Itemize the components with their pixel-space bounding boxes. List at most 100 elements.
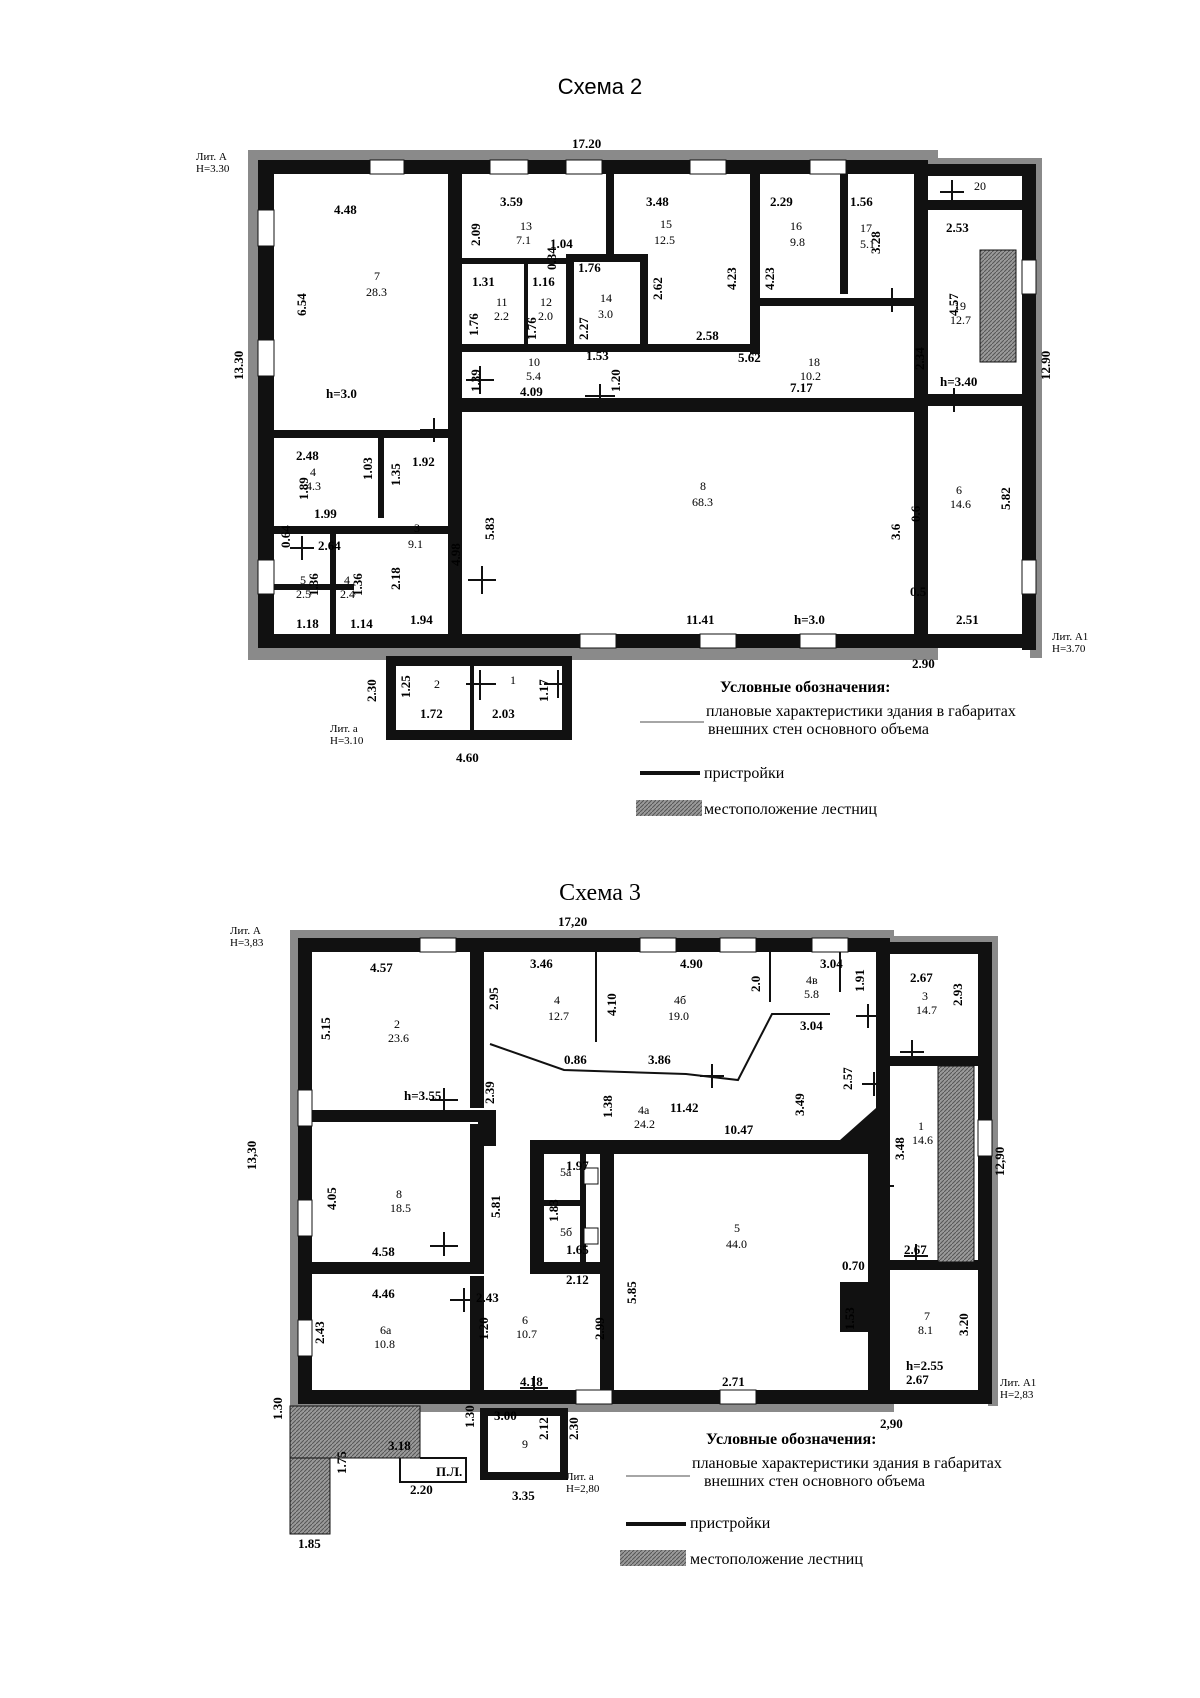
legend-item-main-2: внешних стен основного объема (704, 1473, 925, 1490)
dim: 1.18 (296, 616, 319, 631)
dim: 1.30 (462, 1405, 477, 1428)
room-label: 5б (560, 1225, 572, 1239)
dim: 1.72 (420, 706, 443, 721)
room-label: 6а 10.8 (374, 1323, 395, 1351)
lit-a-small-height: Н=2,80 (566, 1483, 600, 1495)
svg-text:3: 3 (414, 521, 420, 535)
svg-text:7: 7 (924, 1309, 930, 1323)
lit-a-label: Лит. А (230, 925, 261, 937)
legend-item-annex: пристройки (704, 765, 785, 782)
dim: h=3.0 (326, 386, 357, 401)
svg-text:4: 4 (554, 993, 560, 1007)
dim: 3.49 (792, 1093, 807, 1116)
room-label: 7 8.1 (918, 1309, 933, 1337)
dim: 3.46 (530, 956, 553, 971)
dim: 2.03 (492, 706, 515, 721)
svg-text:8: 8 (700, 479, 706, 493)
svg-text:4а: 4а (638, 1103, 650, 1117)
dim: 4.09 (520, 384, 543, 399)
room-label: 3 14.7 (916, 989, 937, 1017)
room-label: 7 28.3 (366, 269, 387, 299)
dim: 10.47 (724, 1122, 754, 1137)
legend-title: Условные обозначения: (706, 1431, 877, 1448)
room-label: 15 12.5 (654, 217, 675, 247)
dim: 2.58 (696, 328, 719, 343)
svg-text:14.6: 14.6 (912, 1133, 933, 1147)
dim-right-height: 12.90 (1038, 351, 1053, 380)
svg-text:14.6: 14.6 (950, 497, 971, 511)
dim: 11.42 (670, 1100, 699, 1115)
dim-left-height: 13,30 (244, 1141, 259, 1170)
dim: 3.6 (888, 523, 903, 540)
dim: 1.53 (586, 348, 609, 363)
legend-item-stairs: местоположение лестниц (704, 801, 877, 818)
room-label: 20 (974, 179, 986, 193)
dim-top-width: 17.20 (572, 136, 601, 151)
svg-text:5: 5 (734, 1221, 740, 1235)
dim: 1.75 (334, 1451, 349, 1474)
dim: 2.30 (566, 1417, 581, 1440)
svg-text:2.5: 2.5 (296, 587, 311, 601)
dim: 2.43 (476, 1290, 499, 1305)
dim: 1.16 (532, 274, 555, 289)
lit-a-height: Н=3.30 (196, 163, 230, 175)
dim: 2.12 (566, 1272, 589, 1287)
dim: 2.93 (950, 983, 965, 1006)
annex-a1-bottom (928, 634, 1036, 648)
dim: 1.76 (466, 313, 481, 336)
dim: 1.65 (566, 1242, 589, 1257)
room-label: 8 68.3 (692, 479, 713, 509)
room-label: 4 12.7 (548, 993, 569, 1023)
floor-plan-scheme-2: 17.20 13.30 12.90 2.90 4.48 3.59 3.48 2.… (196, 136, 1088, 818)
svg-text:1: 1 (510, 673, 516, 687)
svg-text:19: 19 (954, 299, 966, 313)
svg-text:1: 1 (918, 1119, 924, 1133)
svg-text:6: 6 (956, 483, 962, 497)
legend-item-annex: пристройки (690, 1515, 771, 1532)
dim: 1.25 (398, 675, 413, 698)
dim: 2.48 (296, 448, 319, 463)
dim: 2.67 (906, 1372, 929, 1387)
svg-text:12: 12 (540, 295, 552, 309)
lit-a-label: Лит. А (196, 151, 227, 163)
dim: 3.59 (500, 194, 523, 209)
dim: 1.35 (388, 463, 403, 486)
svg-text:5: 5 (300, 573, 306, 587)
room-label: 2 23.6 (388, 1017, 409, 1045)
dim: 1.91 (852, 969, 867, 992)
room-label: 5а (560, 1165, 572, 1179)
svg-text:44.0: 44.0 (726, 1237, 747, 1251)
dim: 5.83 (482, 517, 497, 540)
dim: 3.35 (512, 1488, 535, 1503)
dim: 3.18 (388, 1438, 411, 1453)
dim-left-height: 13.30 (231, 351, 246, 380)
dim: 5.62 (738, 350, 761, 365)
dim: 3.48 (892, 1137, 907, 1160)
dim: 0.6 (908, 505, 923, 522)
dim: 4.23 (724, 267, 739, 290)
svg-text:2: 2 (434, 677, 440, 691)
room-label: 9 (522, 1437, 528, 1451)
lit-a1-label: Лит. А1 (1000, 1377, 1036, 1389)
dim: 0.86 (564, 1052, 587, 1067)
svg-text:6а: 6а (380, 1323, 392, 1337)
dim: 2.0 (748, 976, 763, 992)
dim: 3.48 (646, 194, 669, 209)
dim: 5.81 (488, 1195, 503, 1218)
svg-text:4в: 4в (806, 973, 818, 987)
svg-text:6: 6 (522, 1313, 528, 1327)
dim: 2.64 (318, 538, 341, 553)
legend-item-main-1: плановые характеристики здания в габарит… (692, 1455, 1002, 1472)
porch-wall (386, 656, 572, 666)
svg-text:3: 3 (922, 989, 928, 1003)
dim: 2.51 (956, 612, 979, 627)
lit-a1-height: Н=2,83 (1000, 1389, 1034, 1401)
stairs (289, 1457, 331, 1535)
svg-text:7: 7 (374, 269, 380, 283)
legend-item-main-2: внешних стен основного объема (708, 721, 929, 738)
room-label: 19 12.7 (950, 299, 971, 327)
legend-stairs-swatch (620, 1550, 686, 1566)
dim: 4.60 (456, 750, 479, 765)
dim: 7.17 (790, 380, 813, 395)
dim: 3.04 (800, 1018, 823, 1033)
